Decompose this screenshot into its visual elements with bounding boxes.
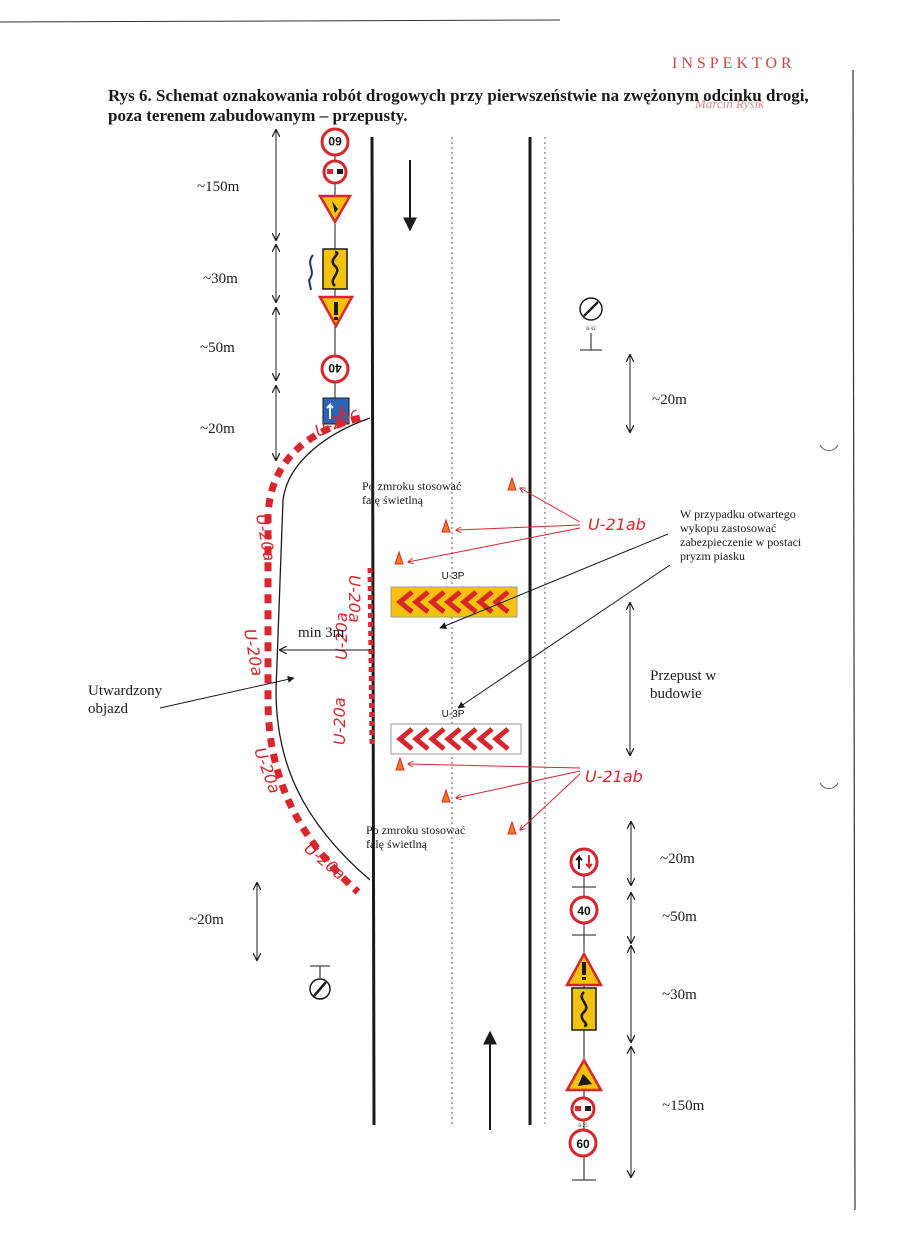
- left-dimensions: ~150m ~30m ~50m ~20m ~20m: [189, 130, 276, 960]
- cone-leader-lines: [408, 488, 581, 830]
- b25-bottom-code: B-25: [578, 1123, 588, 1128]
- warning-triangle-sign-top: [317, 295, 355, 329]
- inspector-stamp: INSPEKTOR Marcin Rysik: [672, 55, 796, 111]
- night-note-bottom-line2: falę świetlną: [366, 837, 428, 851]
- cone-3: [394, 550, 404, 565]
- barrier-code-left-2: U-20a: [240, 627, 267, 677]
- dist-label-20m-bottom-left: ~20m: [189, 912, 224, 928]
- barrier-code-lane-3: U-20a: [330, 697, 349, 745]
- excavation-note-line1: W przypadku otwartego: [680, 507, 796, 521]
- detour-leader-arrow: [159, 675, 295, 709]
- b42-top-code: B-42: [586, 326, 596, 331]
- page-right-border: [852, 69, 856, 1211]
- barrier-code-lane-1: U-20a: [345, 575, 364, 623]
- cone-code-bottom: U-21ab: [585, 767, 643, 786]
- cone-4: [395, 756, 405, 771]
- right-sign-column: 40 B-25 60: [564, 847, 604, 1181]
- chevron-board-bottom-code: U-3P: [442, 709, 465, 720]
- culvert-label-line1: Przepust w: [650, 668, 716, 684]
- culvert-label: Przepust w budowie: [650, 668, 720, 702]
- excavation-note-line3: zabezpieczenie w postaci: [680, 535, 802, 549]
- dist-label-20m-right: ~20m: [660, 851, 695, 867]
- night-note-top-line1: Po zmroku stosować: [362, 479, 461, 493]
- detour-label-line2: objazd: [88, 701, 128, 717]
- figure-title-line1: Rys 6. Schemat oznakowania robót drogowy…: [108, 86, 809, 105]
- min-width-label: min 3m: [298, 625, 345, 641]
- right-dimensions: ~20m ~20m ~50m ~30m ~150m: [630, 355, 705, 1177]
- dist-label-30m-left: ~30m: [203, 271, 238, 287]
- dist-label-30m-right: ~30m: [662, 987, 697, 1003]
- cone-2: [441, 518, 451, 533]
- handdrawn-curve-mark: [307, 254, 314, 291]
- stamp-name: Marcin Rysik: [694, 96, 764, 111]
- speed-60-top-number: 60: [328, 134, 342, 148]
- scan-top-edge: [0, 19, 561, 23]
- barrier-code-left-4: U-20a: [300, 839, 349, 884]
- dist-label-150m-right: ~150m: [662, 1098, 705, 1114]
- stamp-text: INSPEKTOR: [672, 55, 796, 72]
- priority-narrowing-sign-d5: [322, 397, 350, 425]
- end-of-restrictions-sign-top-right: B-42: [579, 297, 603, 351]
- excavation-arrow-2: [457, 564, 671, 709]
- min-width-dimension: min 3m: [280, 625, 370, 650]
- chevron-board-top: U-3P: [390, 571, 518, 618]
- detour-barrier-u20: [264, 414, 361, 895]
- no-overtaking-sign-bottom: B-25: [570, 1096, 596, 1128]
- detour-route: [264, 414, 371, 895]
- night-note-bottom-line1: Po zmroku stosować: [366, 823, 465, 837]
- night-light-note-top: Po zmroku stosować falę świetlną: [362, 479, 464, 507]
- road-works-warning-sign-bottom: [564, 1057, 604, 1092]
- dist-label-20m-top-right: ~20m: [652, 392, 687, 408]
- traffic-cones: [394, 476, 517, 835]
- chevron-board-bottom: U-3P: [390, 709, 522, 755]
- culvert-label-line2: budowie: [650, 686, 702, 702]
- dist-label-20m-left: ~20m: [200, 421, 235, 437]
- night-note-top-line2: falę świetlną: [362, 493, 424, 507]
- detour-label-group: Utwardzony objazd: [88, 675, 295, 717]
- cone-6: [507, 820, 517, 835]
- detour-label-line1: Utwardzony: [88, 683, 163, 699]
- barrier-code-left-1: U-20a: [252, 512, 279, 562]
- excavation-note: W przypadku otwartego wykopu zastosować …: [680, 507, 804, 563]
- cone-code-top: U-21ab: [588, 515, 646, 534]
- speed-limit-60-sign-top: 60: [320, 127, 350, 157]
- lane-closure-barrier: [367, 567, 375, 746]
- road-works-warning-sign-top: [317, 194, 353, 225]
- speed-limit-40-sign-top: 40: [320, 354, 350, 384]
- give-way-oncoming-sign-b31: [569, 847, 599, 877]
- cone-1: [507, 476, 517, 491]
- barrier-code-lane-2: U-20a: [332, 612, 351, 660]
- binder-hole-1: [819, 444, 839, 452]
- night-light-note-bottom: Po zmroku stosować falę świetlną: [366, 823, 468, 851]
- binder-hole-2: [819, 782, 839, 790]
- road: [370, 136, 546, 1130]
- warning-triangle-sign-bottom: [564, 951, 604, 987]
- speed-limit-40-sign-bottom: 40: [569, 895, 599, 925]
- winding-road-sign-bottom: [571, 987, 597, 1031]
- detour-inner-edge: [275, 417, 371, 881]
- dist-label-50m-left: ~50m: [200, 340, 235, 356]
- detour-label: Utwardzony objazd: [88, 683, 166, 717]
- figure-title-line2: poza terenem zabudowanym – przepusty.: [108, 106, 408, 125]
- speed-limit-60-sign-bottom: 60: [568, 1128, 598, 1158]
- speed-40-bottom-number: 40: [577, 904, 591, 918]
- winding-road-sign-top: [322, 248, 348, 290]
- excavation-arrow-1: [439, 533, 669, 629]
- end-of-restrictions-sign-bottom-left: [309, 965, 331, 1000]
- dist-label-150m-left: ~150m: [197, 179, 240, 195]
- speed-60-bottom-number: 60: [576, 1137, 590, 1151]
- speed-40-top-number: 40: [328, 361, 342, 375]
- excavation-note-line4: pryzm piasku: [680, 549, 745, 563]
- left-sign-column: 60 40: [307, 127, 355, 425]
- excavation-note-line2: wykopu zastosować: [680, 521, 776, 535]
- no-overtaking-sign-top: [322, 159, 348, 185]
- dist-label-50m-right: ~50m: [662, 909, 697, 925]
- chevron-board-top-code: U-3P: [442, 571, 465, 582]
- cone-5: [441, 788, 451, 803]
